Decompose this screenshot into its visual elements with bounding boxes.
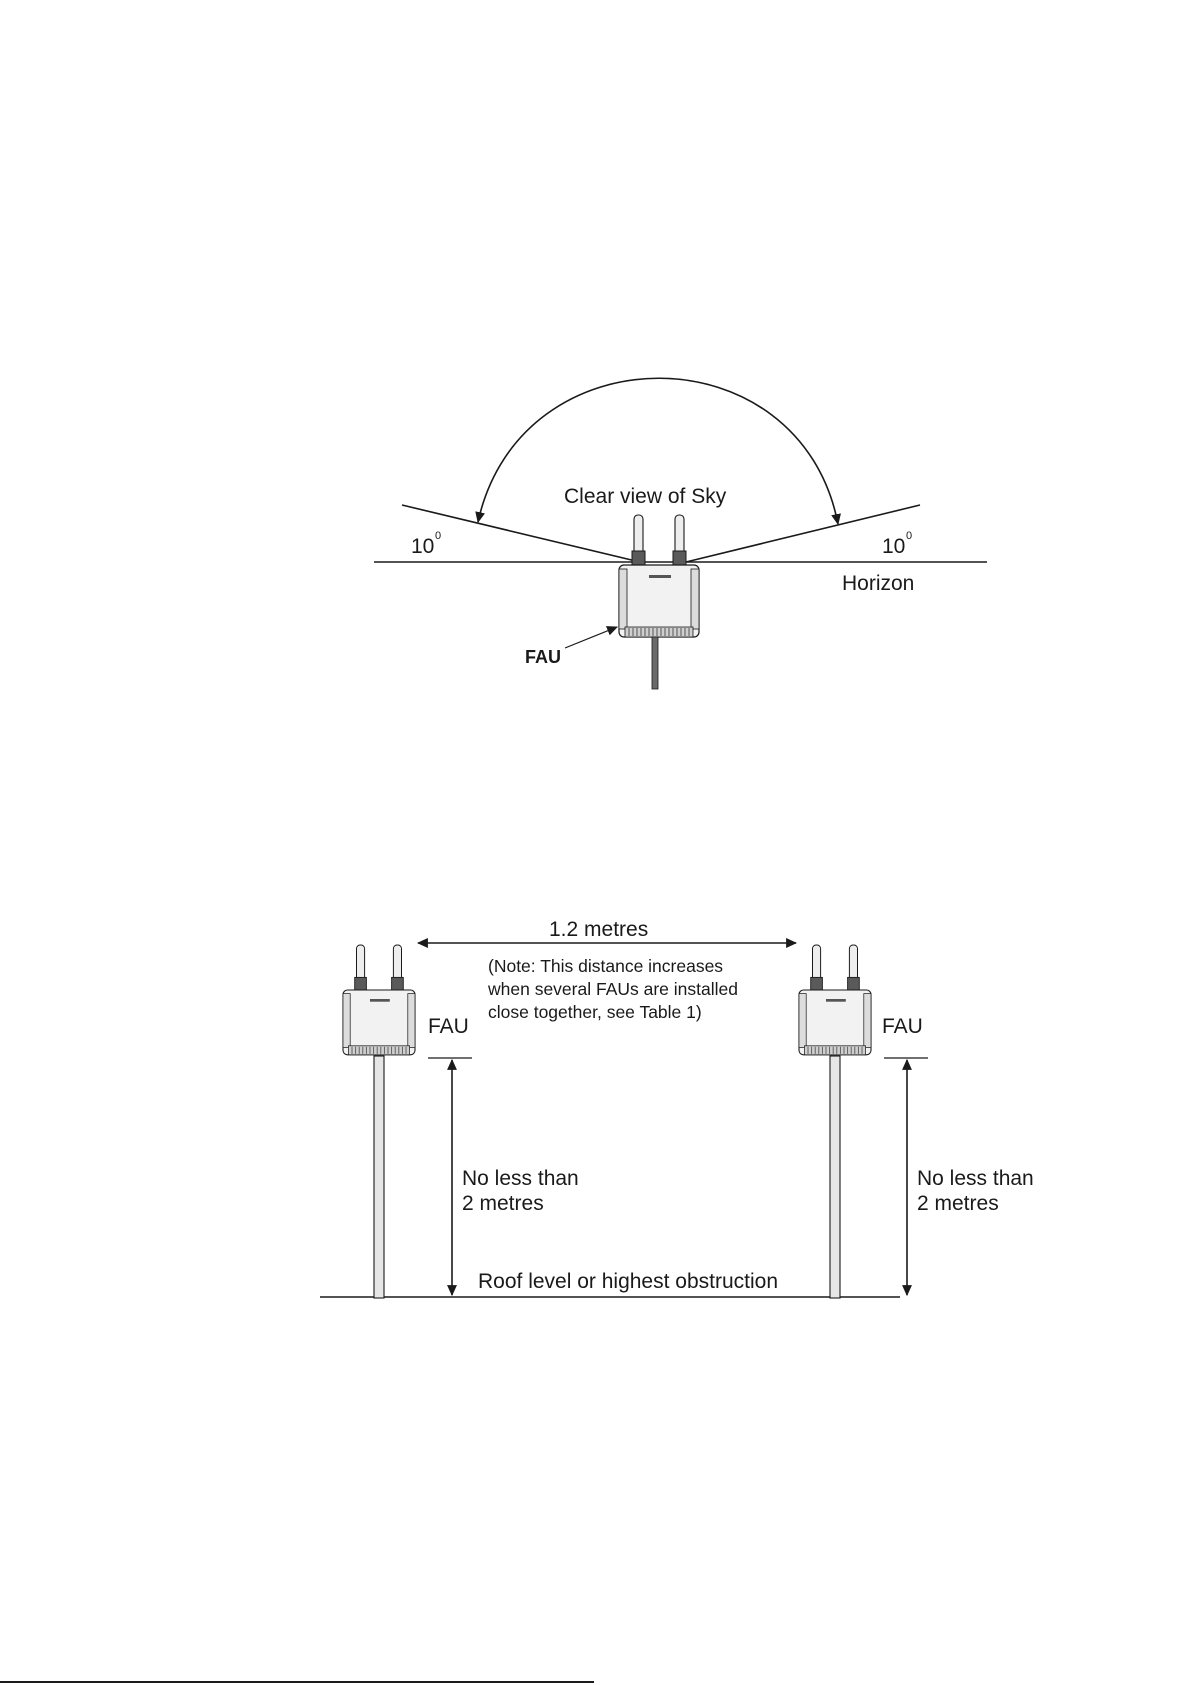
fau-label: FAU (525, 647, 561, 667)
bottom-figure: 1.2 metres (Note: This distance increase… (320, 918, 1034, 1298)
left-pole (374, 1056, 384, 1298)
angle-left-label: 10 (411, 535, 434, 558)
right-pole (830, 1056, 840, 1298)
fau-device-icon (619, 515, 699, 637)
angle-right-degree: 0 (906, 530, 912, 542)
top-figure: Clear view of Sky 10 0 10 0 Horizon FAU (374, 378, 987, 689)
note-line-3: close together, see Table 1) (488, 1002, 702, 1022)
right-fau-device-icon (799, 945, 871, 1055)
angle-right-label: 10 (882, 535, 905, 558)
note-line-1: (Note: This distance increases (488, 956, 723, 976)
right-height-line-1: No less than (917, 1167, 1034, 1190)
right-height-line-2: 2 metres (917, 1192, 999, 1215)
cable (652, 637, 658, 689)
horizon-label: Horizon (842, 572, 914, 595)
left-height-line-2: 2 metres (462, 1192, 544, 1215)
sky-label: Clear view of Sky (564, 485, 727, 508)
roof-label: Roof level or highest obstruction (478, 1270, 778, 1293)
fau-pointer-arrow (565, 627, 617, 648)
left-fau-device-icon (343, 945, 415, 1055)
left-fau-label: FAU (428, 1015, 469, 1038)
note-line-2: when several FAUs are installed (487, 979, 738, 999)
left-height-line-1: No less than (462, 1167, 579, 1190)
spacing-label: 1.2 metres (549, 918, 648, 941)
angle-left-degree: 0 (435, 530, 441, 542)
right-fau-label: FAU (882, 1015, 923, 1038)
